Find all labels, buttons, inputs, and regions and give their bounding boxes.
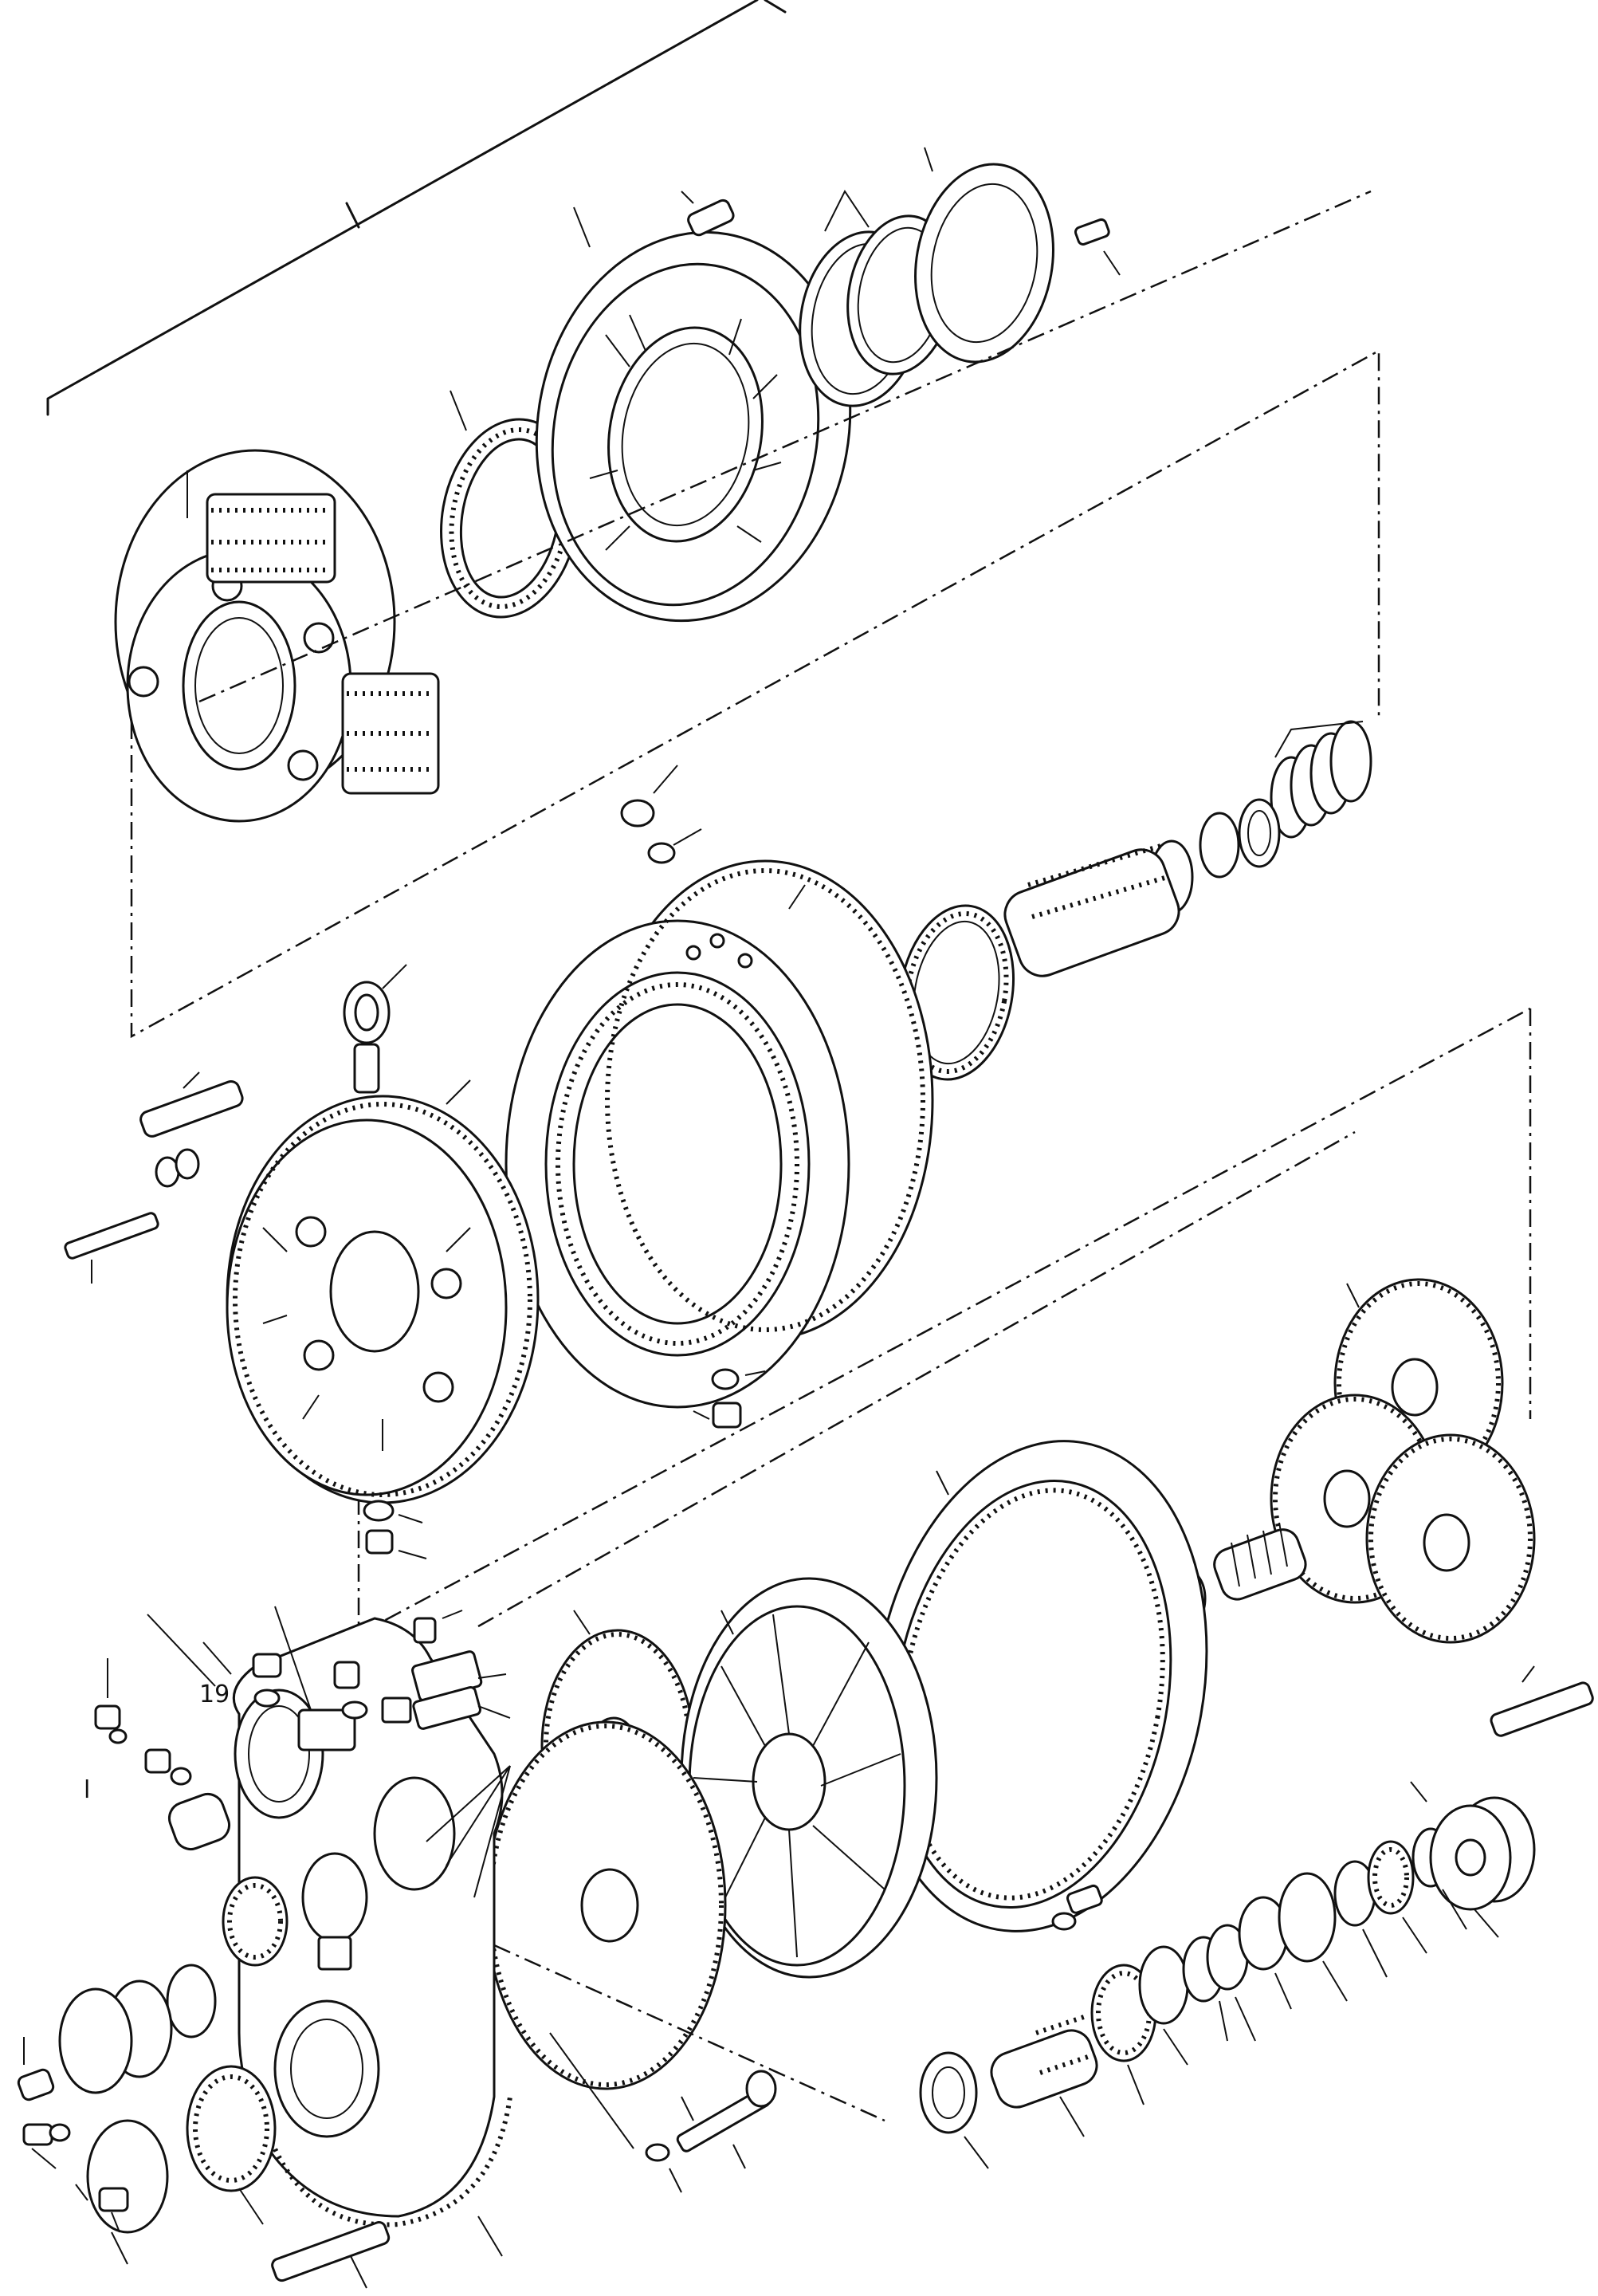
- lifting-eye-bolt: [343, 964, 407, 1094]
- spring-stack: [1270, 720, 1372, 839]
- left-cover-bearing-stack: [17, 1792, 503, 2289]
- plug-washer-mid: [620, 765, 702, 864]
- carrier-front-plate: [226, 1079, 540, 1504]
- large-ring-gear: [872, 1440, 1208, 1932]
- long-bolt-center: [549, 2032, 777, 2193]
- planet-gear-cluster: [1270, 1278, 1536, 1644]
- cover-plate-top: [535, 206, 852, 623]
- ring-gear-drum: [505, 859, 934, 1409]
- label-l: l: [84, 1776, 90, 1804]
- screw-top-right: [1074, 218, 1121, 276]
- stud-bolts-left: [64, 1071, 244, 1284]
- oil-seal: [914, 147, 1054, 364]
- planet-carrier: [114, 449, 440, 823]
- drain-plug-lower: [363, 1500, 427, 1559]
- drain-plug-mid: [693, 1368, 766, 1429]
- splined-shaft: [1003, 843, 1180, 977]
- gear-case-housing: [232, 1617, 512, 2227]
- snap-ring-2: [1199, 812, 1240, 879]
- vent-plugs-housing: 19: [147, 1606, 511, 1898]
- spoked-carrier: [680, 1577, 938, 1979]
- assembly-axis-lines: [198, 190, 1372, 2122]
- pinion-shaft-assembly: [919, 1665, 1594, 2169]
- snap-ring-1: [1238, 798, 1281, 868]
- lower-spur-gear: [485, 1720, 727, 2121]
- bolt-top: [681, 191, 735, 237]
- needle-bearing: [1213, 1522, 1307, 1601]
- nuts-left-housing: l: [84, 1658, 192, 1804]
- label-19: 19: [199, 1681, 230, 1708]
